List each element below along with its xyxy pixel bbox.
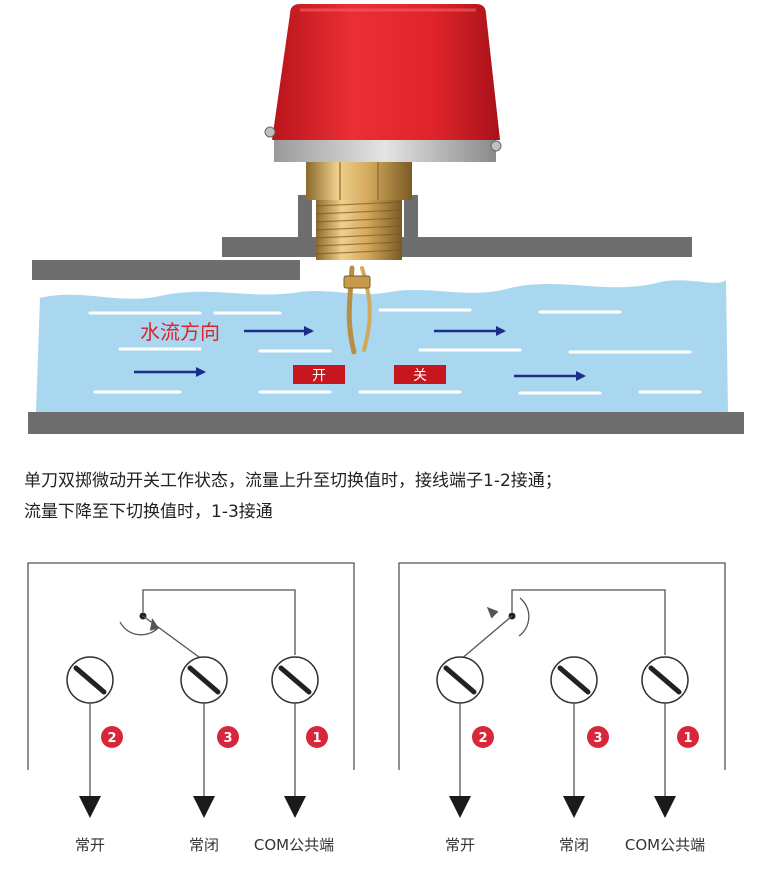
rotation-arc <box>518 597 530 637</box>
mount-socket-left <box>298 195 312 257</box>
terminal-label-normally-closed: 常闭 <box>189 836 219 854</box>
switch-description-line-2: 流量下降至下切换值时，1-3接通 <box>24 502 273 522</box>
output-arrow <box>449 796 471 818</box>
wiring-diagram-1 <box>27 562 355 770</box>
terminal-screw-com <box>641 656 689 818</box>
output-arrow <box>563 796 585 818</box>
terminals <box>66 656 689 818</box>
terminal-label-normally-closed: 常闭 <box>559 836 589 854</box>
terminal-badge-1: 1 <box>677 726 699 748</box>
switch-description-line-1: 单刀双掷微动开关工作状态，流量上升至切换值时，接线端子1-2接通； <box>24 471 562 491</box>
state-tag-close: 关 <box>394 365 446 384</box>
svg-text:1: 1 <box>683 731 692 746</box>
contact-lever <box>459 615 513 661</box>
svg-text:3: 3 <box>223 731 232 746</box>
terminal-screw-com <box>271 656 319 818</box>
red-cap <box>272 4 500 140</box>
svg-text:1: 1 <box>312 731 321 746</box>
terminal-label-normally-open: 常开 <box>75 836 105 854</box>
output-arrow <box>654 796 676 818</box>
terminal-badge-3: 3 <box>587 726 609 748</box>
terminal-label-com: COM公共端 <box>254 836 334 854</box>
terminal-screw-normally-open <box>66 656 114 818</box>
output-arrow <box>284 796 306 818</box>
flow-direction-label: 水流方向 <box>140 320 220 344</box>
diagram-frame <box>398 562 726 770</box>
terminal-screw-normally-closed <box>180 656 228 818</box>
hex-nut <box>306 160 412 200</box>
screw-right <box>490 140 502 152</box>
svg-text:2: 2 <box>478 731 487 746</box>
wiring-diagram-2 <box>398 562 726 770</box>
flow-streaks <box>88 308 702 395</box>
svg-text:开: 开 <box>312 368 326 384</box>
thread-lines <box>315 201 403 255</box>
flow-arrows <box>134 326 586 381</box>
svg-text:2: 2 <box>107 731 116 746</box>
com-lead-wire <box>142 589 296 655</box>
terminal-labels: 常开 常闭 COM公共端 常开 常闭 COM公共端 <box>75 836 705 854</box>
terminal-screw-normally-open <box>436 656 484 818</box>
output-arrow <box>193 796 215 818</box>
terminal-label-normally-open: 常开 <box>445 836 475 854</box>
state-tag-open: 开 <box>293 365 345 384</box>
terminal-badge-2: 2 <box>101 726 123 748</box>
terminal-badge-2: 2 <box>472 726 494 748</box>
flow-switch-device <box>264 4 502 355</box>
pipe-bottom-wall <box>28 412 744 434</box>
switch-paddle <box>343 265 372 355</box>
terminal-badge-1: 1 <box>306 726 328 748</box>
svg-text:关: 关 <box>413 368 427 384</box>
terminal-screw-normally-closed <box>550 656 598 818</box>
screw-left <box>264 126 276 138</box>
output-arrow <box>79 796 101 818</box>
terminal-badges: 2 3 1 2 3 1 <box>101 726 699 748</box>
svg-text:3: 3 <box>593 731 602 746</box>
rotation-arc <box>119 621 159 636</box>
pipe-top-wall-right <box>222 237 692 257</box>
diagram-frame <box>27 562 355 770</box>
mount-socket-right <box>404 195 418 257</box>
terminal-badge-3: 3 <box>217 726 239 748</box>
base-plate <box>274 140 496 162</box>
pipe-top-wall-left <box>32 260 300 280</box>
terminal-label-com: COM公共端 <box>625 836 705 854</box>
com-lead-wire <box>511 589 666 655</box>
